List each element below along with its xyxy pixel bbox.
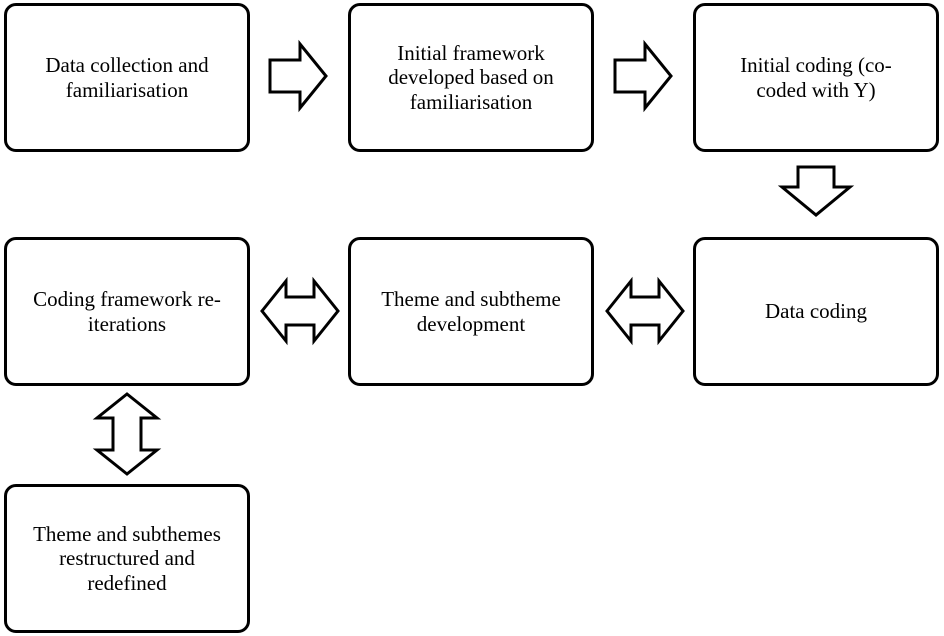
double-arrow-horizontal-icon <box>260 276 340 346</box>
step-label: Theme and subtheme development <box>381 287 561 336</box>
step-data-coding: Data coding <box>693 237 939 386</box>
step-themes-restructured: Theme and subthemes restructured and red… <box>4 484 250 633</box>
step-label: Data coding <box>764 299 868 324</box>
step-theme-development: Theme and subtheme development <box>348 237 594 386</box>
step-label: Coding framework re- iterations <box>33 287 221 336</box>
arrow-right-icon <box>268 39 328 113</box>
step-label: Data collection and familiarisation <box>45 53 209 102</box>
step-initial-coding: Initial coding (co- coded with Y) <box>693 3 939 152</box>
step-label: Theme and subthemes restructured and red… <box>33 522 221 595</box>
arrow-down-icon <box>777 165 855 217</box>
double-arrow-vertical-icon <box>92 392 162 476</box>
double-arrow-horizontal-icon <box>605 276 685 346</box>
step-label: Initial framework developed based on fam… <box>388 41 554 114</box>
step-data-collection: Data collection and familiarisation <box>4 3 250 152</box>
step-label: Initial coding (co- coded with Y) <box>740 53 892 102</box>
step-coding-framework-reiterations: Coding framework re- iterations <box>4 237 250 386</box>
step-initial-framework: Initial framework developed based on fam… <box>348 3 594 152</box>
arrow-right-icon <box>613 39 673 113</box>
